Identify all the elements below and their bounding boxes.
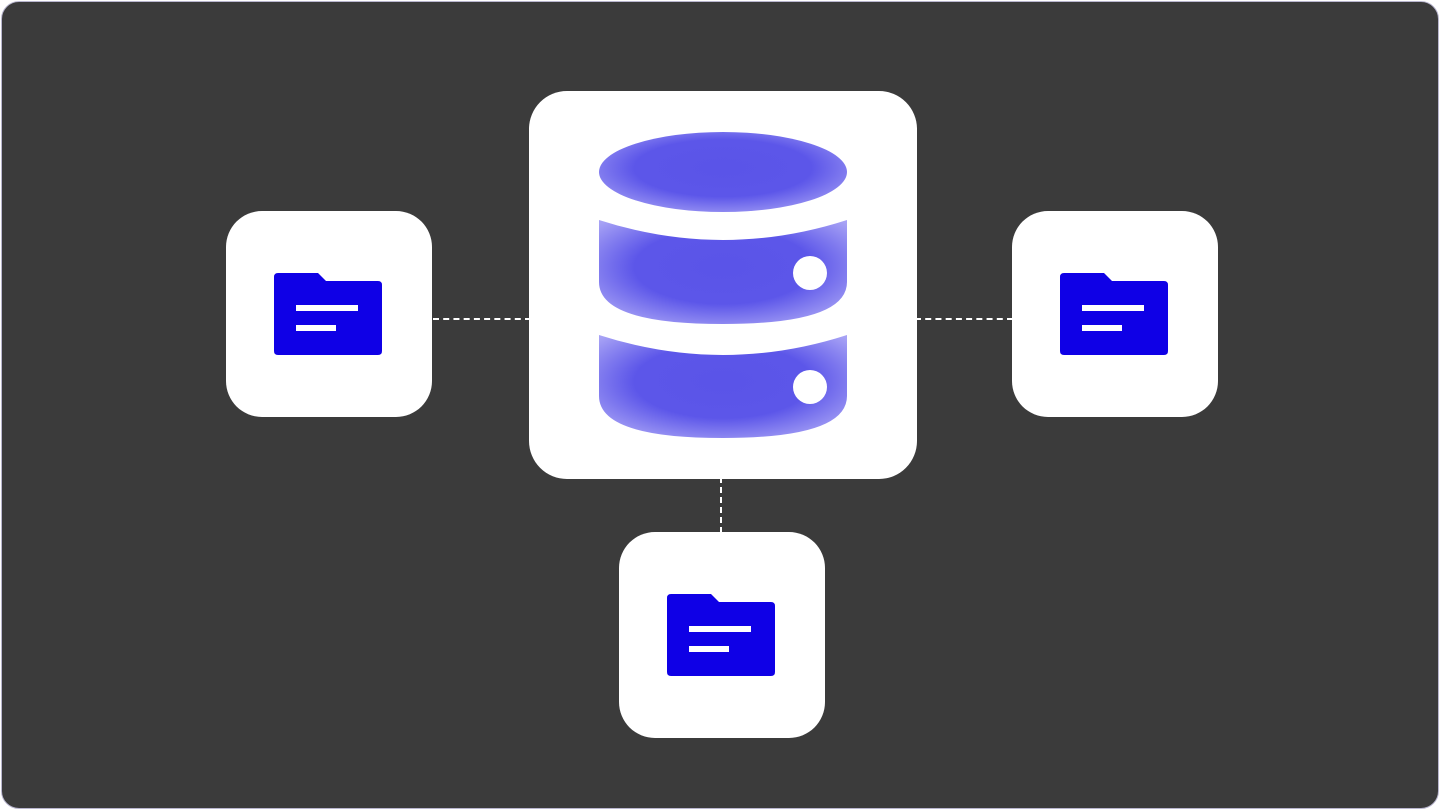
bottom-folder-card bbox=[619, 532, 825, 738]
left-folder-card bbox=[226, 211, 432, 417]
connector-database-to-bottom bbox=[720, 477, 722, 533]
folder-icon bbox=[1060, 271, 1170, 357]
connector-database-to-right bbox=[915, 318, 1013, 320]
folder-icon bbox=[667, 592, 777, 678]
database-icon bbox=[598, 130, 848, 440]
folder-icon bbox=[274, 271, 384, 357]
database-card bbox=[529, 91, 917, 479]
connector-left-to-database bbox=[433, 318, 531, 320]
right-folder-card bbox=[1012, 211, 1218, 417]
